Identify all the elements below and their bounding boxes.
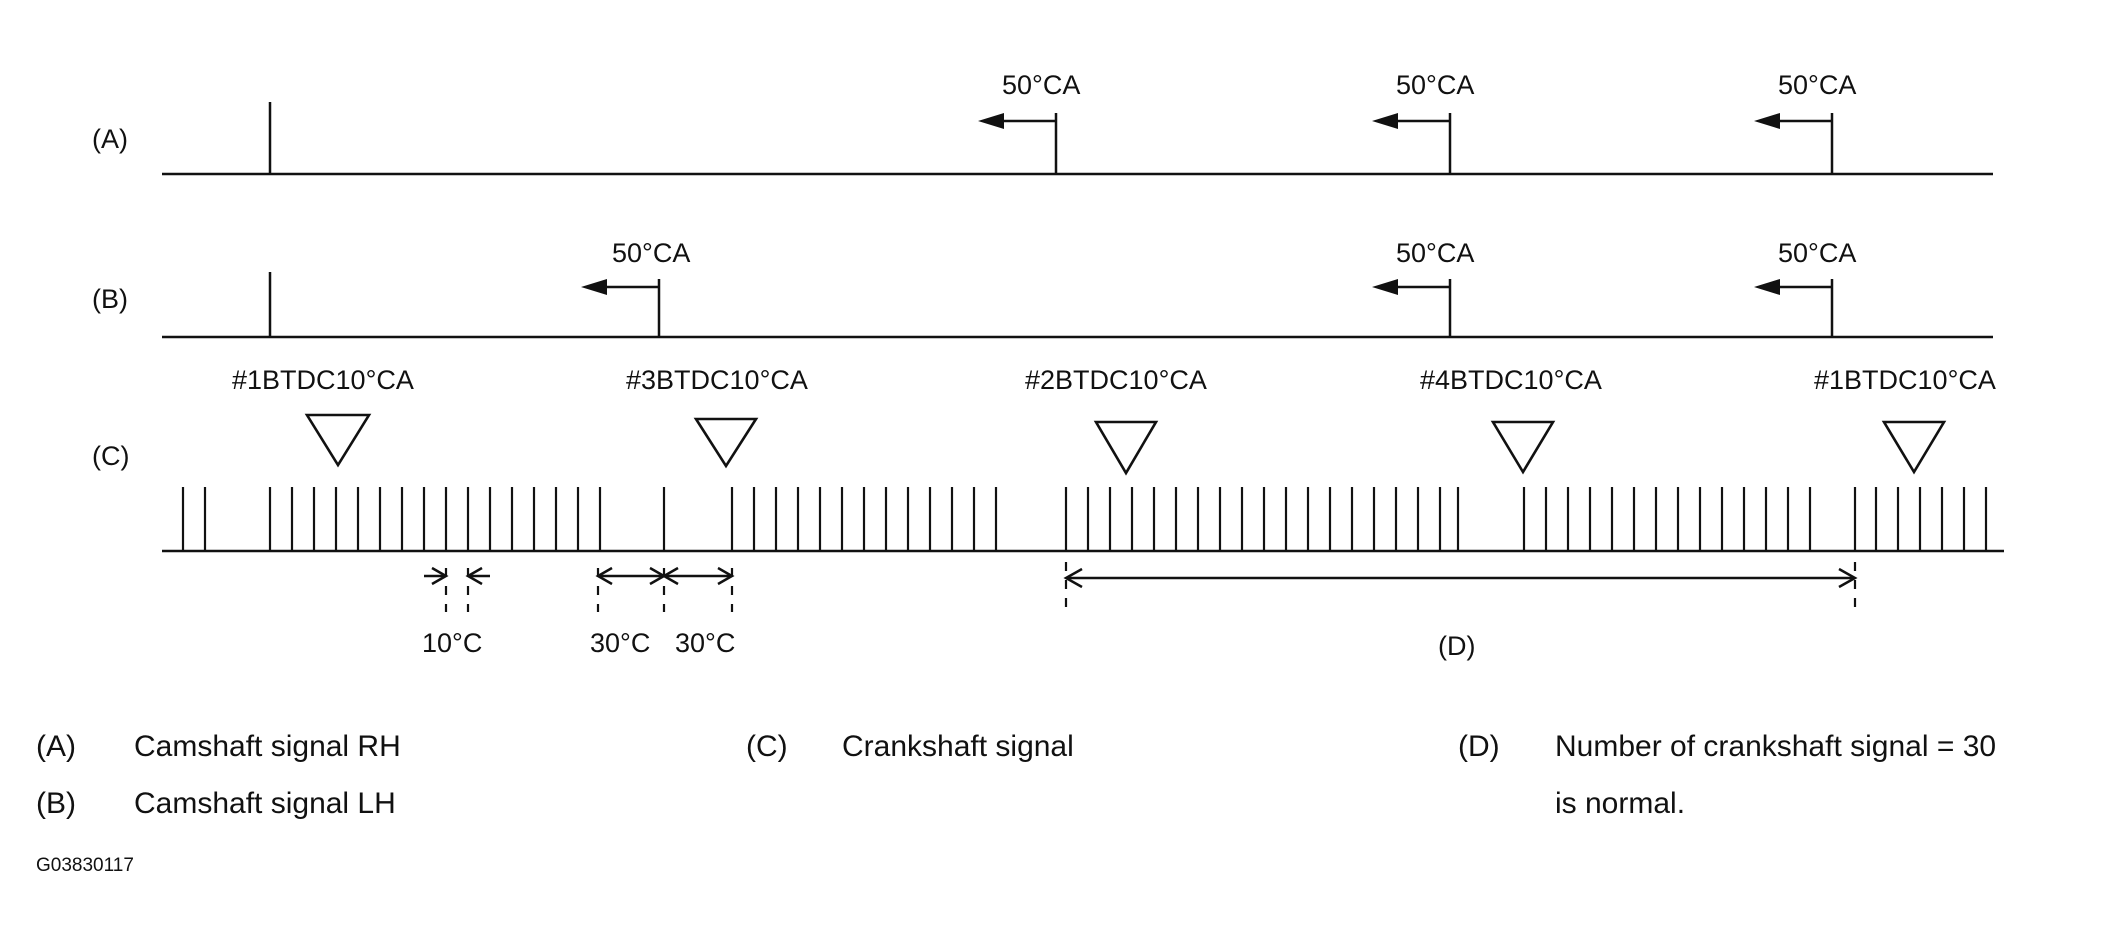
legend-a-text: Camshaft signal RH	[134, 730, 401, 763]
tdc-label-1: #1BTDC10°CA	[232, 365, 414, 395]
camshaft-lh-trace	[162, 272, 1993, 339]
row-c-tag: (C)	[92, 441, 129, 471]
tdc-label-2: #3BTDC10°CA	[626, 365, 808, 395]
legend-a-key: (A)	[36, 730, 76, 763]
arrow-left-icon	[581, 279, 607, 295]
triangle-marker-icon	[693, 417, 759, 469]
crankshaft-teeth	[181, 487, 1988, 551]
arrow-left-icon	[1372, 279, 1398, 295]
triangle-marker-icon	[1881, 420, 1947, 475]
span-tag: (D)	[1438, 631, 1475, 661]
legend-b-text: Camshaft signal LH	[134, 787, 396, 820]
camshaft-lh-marker-3: 50°CA	[1754, 238, 1856, 295]
marker-label: 50°CA	[1396, 238, 1474, 268]
tdc-markers: #1BTDC10°CA #3BTDC10°CA #2BTDC10°CA #4BT…	[232, 365, 1996, 476]
gap-after-label: 30°C	[675, 628, 735, 658]
legend-d-line2: is normal.	[1555, 787, 1685, 820]
camshaft-rh-marker-3: 50°CA	[1754, 70, 1856, 129]
marker-label: 50°CA	[612, 238, 690, 268]
row-a-tag: (A)	[92, 124, 128, 154]
arrow-left-icon	[1754, 279, 1780, 295]
tooth-spacing-label: 10°C	[422, 628, 482, 658]
marker-label: 50°CA	[1396, 70, 1474, 100]
camshaft-rh-waveform: (A) 50°CA 50°CA 50°CA	[92, 70, 1993, 176]
arrow-left-icon	[978, 113, 1004, 129]
marker-label: 50°CA	[1778, 238, 1856, 268]
marker-label: 50°CA	[1778, 70, 1856, 100]
camshaft-lh-marker-2: 50°CA	[1372, 238, 1474, 295]
legend-d-key: (D)	[1458, 730, 1500, 763]
gap-before-label: 30°C	[590, 628, 650, 658]
triangle-marker-icon	[304, 413, 372, 468]
tdc-label-4: #4BTDC10°CA	[1420, 365, 1602, 395]
camshaft-rh-marker-1: 50°CA	[978, 70, 1080, 129]
tdc-label-3: #2BTDC10°CA	[1025, 365, 1207, 395]
camshaft-lh-marker-1: 50°CA	[581, 238, 690, 295]
camshaft-rh-marker-2: 50°CA	[1372, 70, 1474, 129]
legend-b-key: (B)	[36, 787, 76, 820]
legend: (A) Camshaft signal RH (B) Camshaft sign…	[36, 730, 1996, 820]
triangle-marker-icon	[1093, 420, 1159, 476]
camshaft-rh-trace	[162, 102, 1993, 176]
legend-c-key: (C)	[746, 730, 788, 763]
arrow-left-icon	[1754, 113, 1780, 129]
crankshaft-waveform: (C)	[92, 441, 2004, 553]
tdc-label-5: #1BTDC10°CA	[1814, 365, 1996, 395]
legend-d-line1: Number of crankshaft signal = 30	[1555, 730, 1996, 763]
signal-count-span: (D)	[1063, 562, 1858, 661]
arrow-left-icon	[1372, 113, 1398, 129]
row-b-tag: (B)	[92, 284, 128, 314]
legend-c-text: Crankshaft signal	[842, 730, 1074, 763]
dimension-annotations: 10°C 30°C 30°C (D)	[422, 562, 1858, 661]
triangle-marker-icon	[1490, 420, 1556, 475]
camshaft-lh-waveform: (B) 50°CA 50°CA 50°CA	[92, 238, 1993, 339]
tooth-spacing-dimension: 10°C	[422, 566, 490, 658]
marker-label: 50°CA	[1002, 70, 1080, 100]
missing-tooth-gap-dimension: 30°C 30°C	[590, 566, 735, 658]
figure-id: G03830117	[36, 855, 134, 876]
